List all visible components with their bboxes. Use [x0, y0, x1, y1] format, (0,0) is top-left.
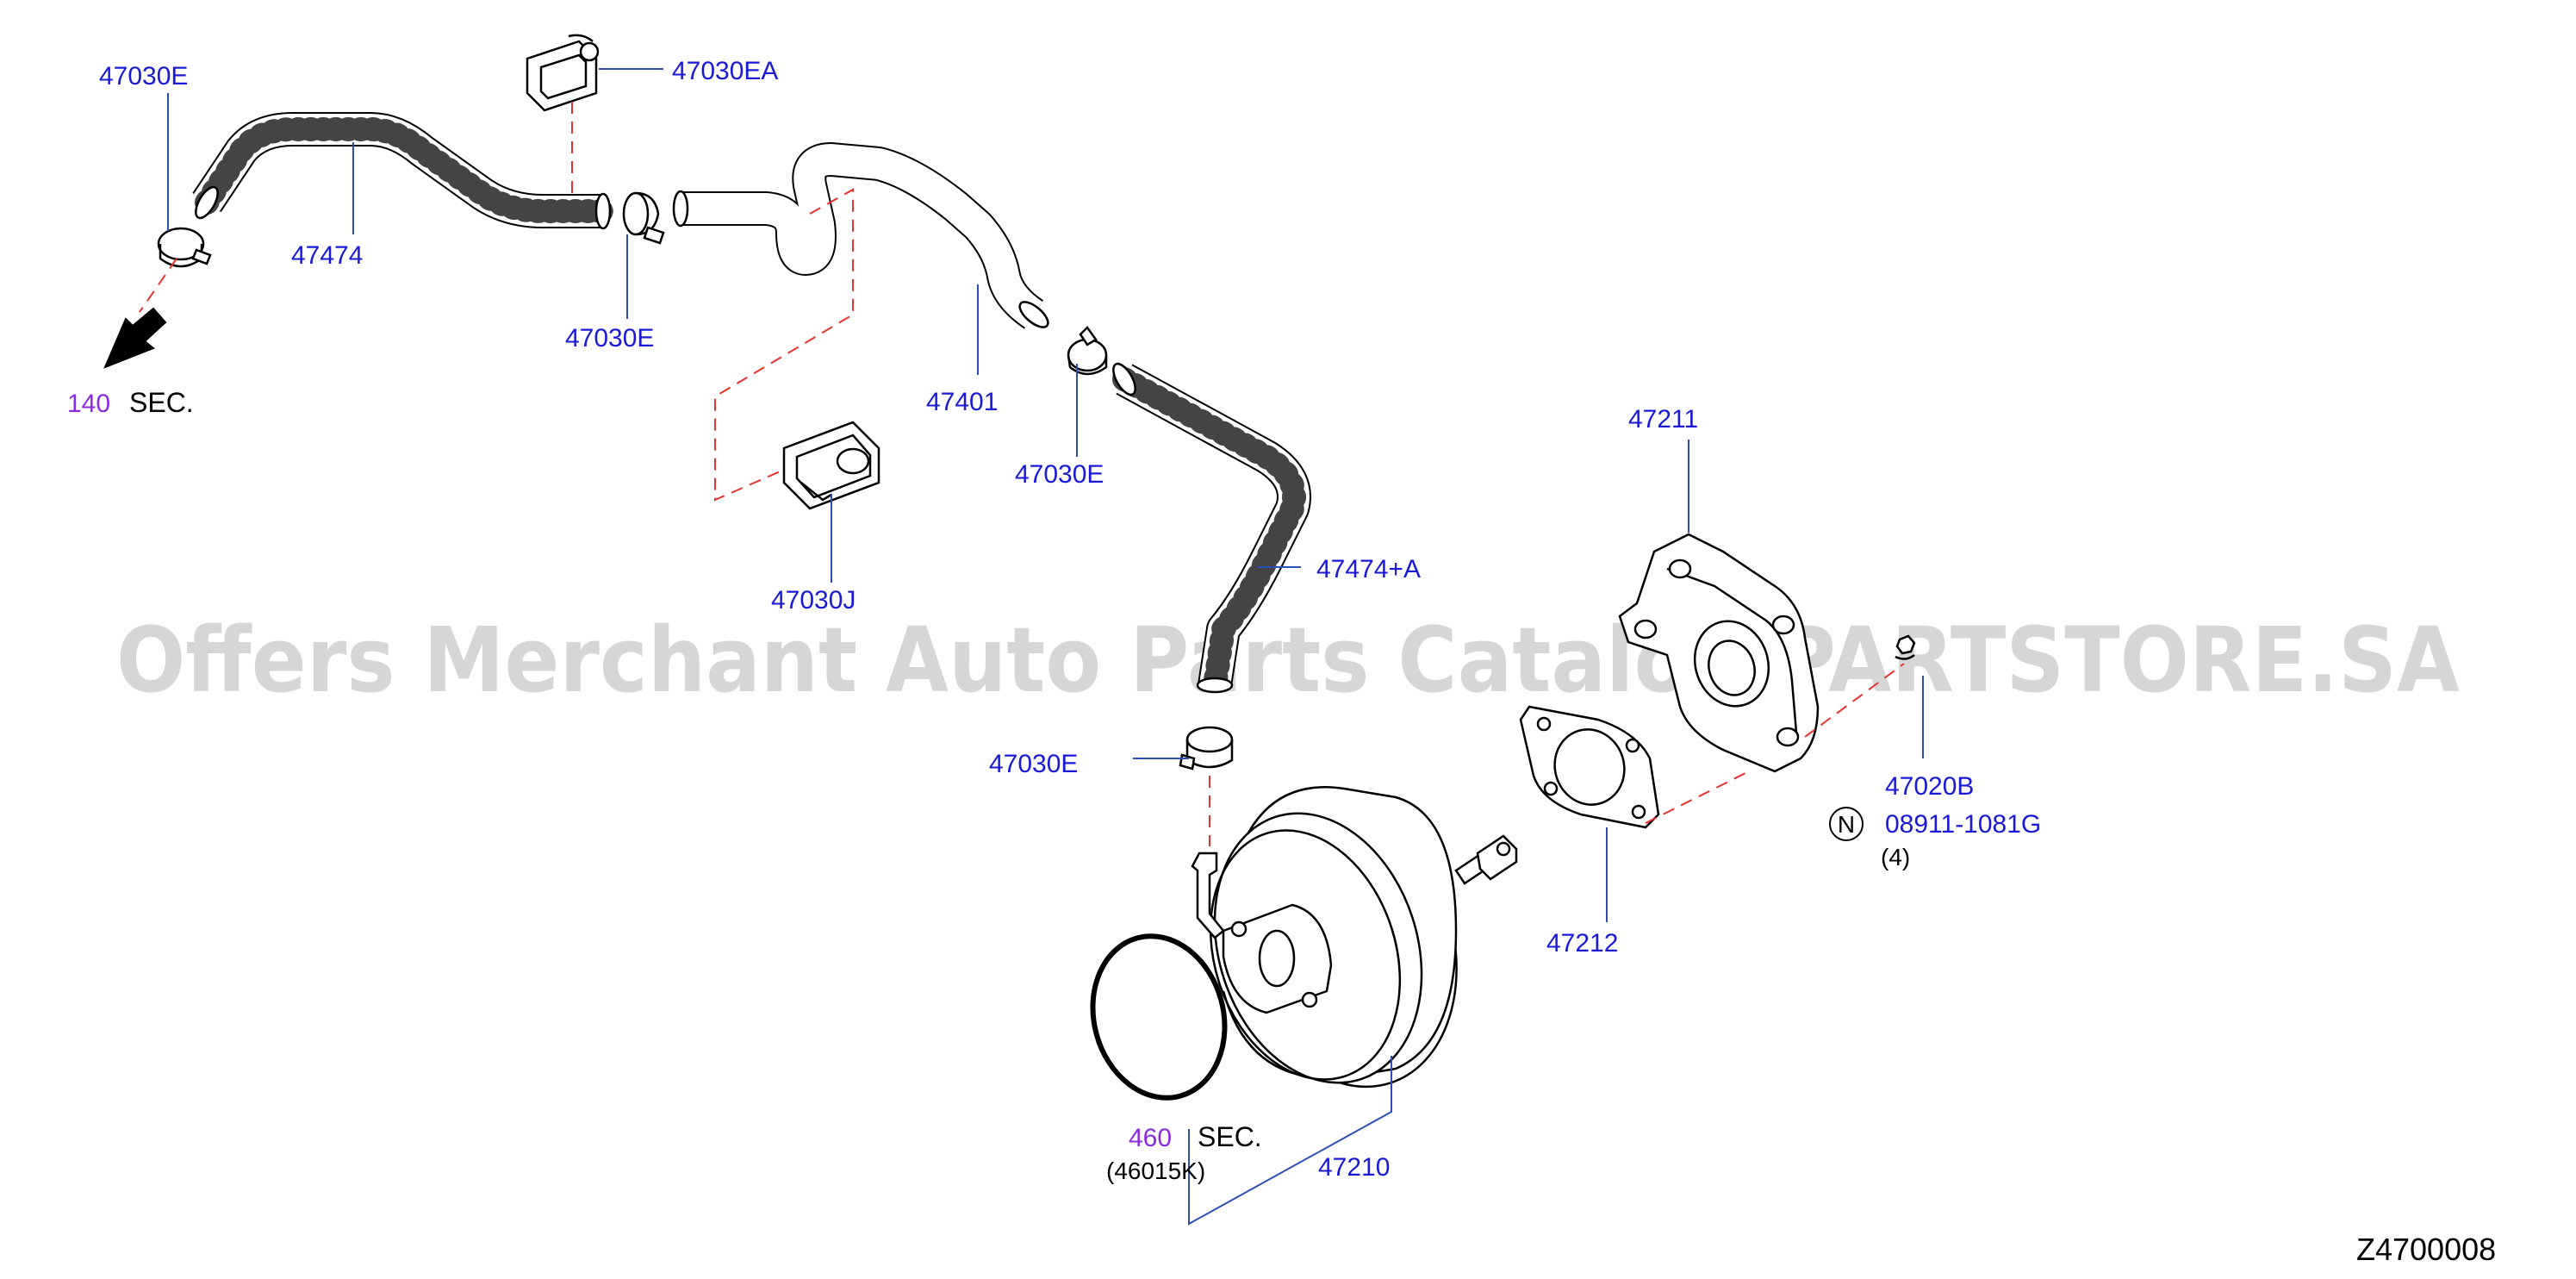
- label-46015k[interactable]: (46015K): [1106, 1157, 1205, 1184]
- label-47474[interactable]: 47474: [291, 241, 363, 270]
- label-47474a[interactable]: 47474+A: [1316, 555, 1421, 583]
- label-47030ea[interactable]: 47030EA: [672, 57, 778, 85]
- label-sec-140-number[interactable]: 140: [67, 390, 110, 418]
- label-47212[interactable]: 47212: [1546, 929, 1618, 958]
- label-47210[interactable]: 47210: [1318, 1153, 1390, 1182]
- label-47030j[interactable]: 47030J: [771, 586, 856, 615]
- label-47030e-top[interactable]: 47030E: [99, 62, 188, 90]
- hose-47401[interactable]: [672, 142, 1052, 332]
- hose-47474[interactable]: [191, 112, 615, 230]
- label-qty-4: (4): [1881, 844, 1910, 870]
- diagram-code: Z4700008: [2356, 1232, 2496, 1267]
- hose-clamp-47030e-top[interactable]: [157, 227, 212, 268]
- clip-47030j[interactable]: [782, 421, 880, 510]
- part-labels: 47030E 47030EA 47474 47030E 47401 47030E…: [67, 57, 2496, 1267]
- leader-lines: [167, 68, 1924, 1226]
- label-47030e-low[interactable]: 47030E: [989, 750, 1078, 778]
- hose-clamp-47030e-low[interactable]: [1179, 726, 1234, 771]
- o-ring-46015k[interactable]: [1075, 921, 1242, 1113]
- dashed-links: [139, 102, 1905, 846]
- label-47401[interactable]: 47401: [926, 388, 998, 416]
- label-n-mark: N: [1838, 811, 1855, 838]
- adapter-47211[interactable]: [1618, 533, 1820, 773]
- hose-clamp-47030e-right[interactable]: [1067, 326, 1108, 376]
- label-47020b[interactable]: 47020B: [1885, 772, 1974, 801]
- label-sec-460-text[interactable]: SEC.: [1198, 1121, 1262, 1152]
- label-sec-460-number[interactable]: 460: [1129, 1124, 1172, 1152]
- label-47211[interactable]: 47211: [1628, 405, 1698, 434]
- gasket-47212[interactable]: [1519, 705, 1660, 829]
- hose-clamp-47030e-mid[interactable]: [622, 191, 665, 245]
- watermark-text: Offers Merchant Auto Parts Catalog PARTS…: [116, 608, 2460, 713]
- label-47030e-mid[interactable]: 47030E: [565, 324, 654, 353]
- label-08911-1081g[interactable]: 08911-1081G: [1885, 810, 2041, 839]
- label-47030e-right[interactable]: 47030E: [1015, 460, 1104, 489]
- hose-47474a[interactable]: [1109, 360, 1311, 697]
- new-part-n-icon: N: [1829, 807, 1864, 841]
- section-140-arrow-icon[interactable]: [103, 307, 167, 369]
- brake-booster-47210[interactable]: [1179, 763, 1518, 1116]
- nut-47020b[interactable]: [1895, 634, 1916, 660]
- label-sec-140-text[interactable]: SEC.: [129, 387, 194, 418]
- connector-47030ea[interactable]: [526, 34, 600, 112]
